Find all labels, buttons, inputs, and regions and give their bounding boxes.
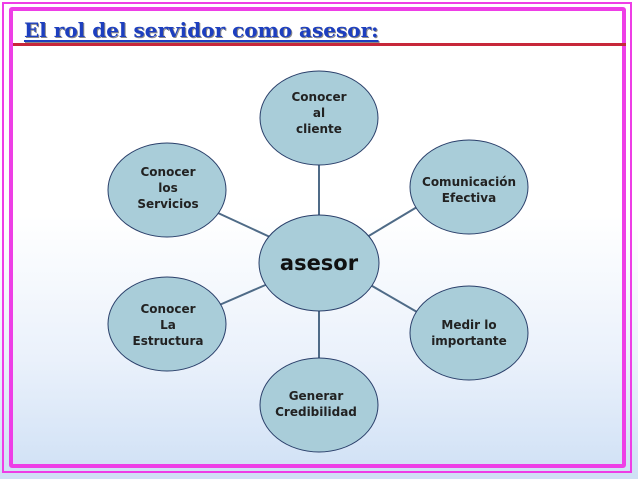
- label-conocer-cliente: Conocer al cliente: [291, 90, 347, 136]
- nodes: [107, 70, 529, 453]
- node-conocer-cliente: [259, 70, 379, 166]
- label-center: asesor: [279, 251, 359, 275]
- node-comunicacion: [409, 139, 529, 235]
- connector-servicios: [217, 212, 271, 238]
- slide-frame-inner: [9, 7, 626, 468]
- node-estructura: [107, 276, 227, 372]
- label-servicios: Conocer los Servicios: [137, 165, 199, 211]
- connectors: [216, 165, 418, 358]
- label-credibilidad: Generar Credibilidad: [275, 389, 357, 419]
- slide-frame-outer: [2, 2, 632, 473]
- node-servicios: [107, 142, 227, 238]
- title-rule: [13, 43, 626, 46]
- label-estructura: Conocer La Estructura: [132, 302, 204, 348]
- label-medir: Medir lo importante: [431, 318, 507, 348]
- slide-title: El rol del servidor como asesor:: [24, 18, 379, 42]
- label-comunicacion: Comunicación Efectiva: [422, 175, 516, 205]
- node-credibilidad: [259, 357, 379, 453]
- connector-comunicacion: [366, 206, 418, 238]
- node-center: [258, 214, 380, 312]
- node-medir: [409, 285, 529, 381]
- connector-medir: [366, 282, 418, 313]
- connector-estructura: [216, 282, 271, 307]
